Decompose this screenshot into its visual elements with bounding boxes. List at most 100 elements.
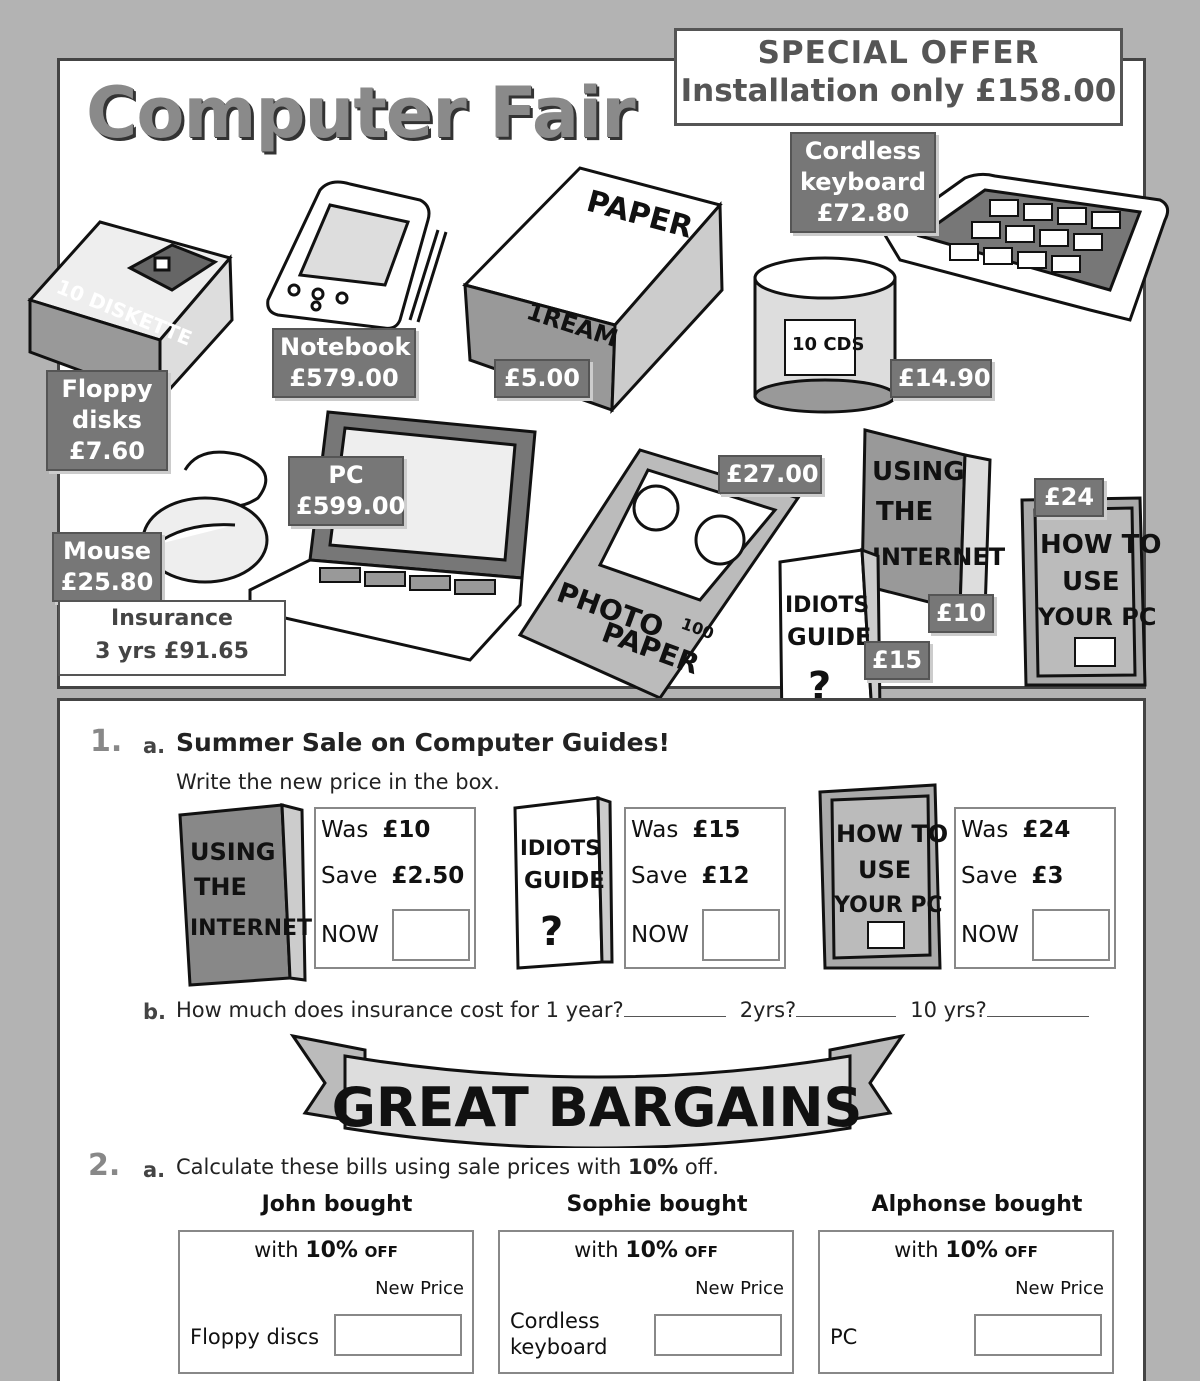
q1-idiots-guide-icon: IDIOTS GUIDE ? xyxy=(513,795,614,970)
q1-howto-cover2: USE xyxy=(858,856,911,884)
answer-1yr-blank[interactable] xyxy=(623,1015,726,1017)
was-value: £24 xyxy=(1022,817,1071,843)
now-price-input[interactable] xyxy=(1032,909,1110,961)
internet-book-cover1: USING xyxy=(872,457,965,487)
question-1b-text: How much does insurance cost for 1 year? xyxy=(176,998,624,1022)
discount-line: with 10% OFF xyxy=(820,1238,1112,1263)
floppy-label1: Floppy xyxy=(61,375,153,403)
save-value: £12 xyxy=(701,863,750,889)
question-1a-title: Summer Sale on Computer Guides! xyxy=(176,728,670,757)
now-price-input[interactable] xyxy=(702,909,780,961)
keyboard-label1: Cordless xyxy=(804,137,922,165)
question-2a-post: off. xyxy=(678,1155,719,1179)
cds-price: £14.90 xyxy=(898,364,991,392)
discount-line: with 10% OFF xyxy=(500,1238,792,1263)
save-label: Save xyxy=(631,863,688,889)
notebook-price: £579.00 xyxy=(289,364,399,392)
q1-idiots-cover3: ? xyxy=(540,909,563,955)
floppy-tag: Floppy disks £7.60 xyxy=(46,370,168,471)
mouse-icon xyxy=(141,450,269,584)
notebook-label: Notebook xyxy=(280,333,411,361)
q1-idiots-cover1: IDIOTS xyxy=(520,836,600,860)
floppy-price: £7.60 xyxy=(69,437,145,465)
insurance-line2: 3 yrs £91.65 xyxy=(95,639,249,664)
floppy-label2: disks xyxy=(72,406,142,434)
insurance-tag: Insurance 3 yrs £91.65 xyxy=(58,600,286,676)
question-1b-letter: b. xyxy=(143,1000,167,1024)
off-text: OFF xyxy=(364,1243,398,1261)
was-label: Was xyxy=(961,817,1009,843)
new-price-input[interactable] xyxy=(974,1314,1102,1356)
q1-internet-cover1: USING xyxy=(190,838,276,866)
question-1a-letter: a. xyxy=(143,734,166,758)
question-1-number: 1. xyxy=(90,724,123,759)
bill-box-john: with 10% OFF New Price Floppy discs xyxy=(178,1230,474,1374)
internet-book-cover3: INTERNET xyxy=(872,543,1006,571)
bill-item: PC xyxy=(830,1325,858,1349)
idiots-guide-cover2: GUIDE xyxy=(787,623,871,651)
paper-tag: £5.00 xyxy=(494,359,590,398)
q1-internet-book-icon: USING THE INTERNET xyxy=(178,803,312,987)
page-title: Computer Fair xyxy=(86,72,636,154)
mouse-label: Mouse xyxy=(62,537,152,565)
special-offer-heading: SPECIAL OFFER xyxy=(757,35,1040,71)
internet-book-cover2: THE xyxy=(876,497,933,527)
new-price-input[interactable] xyxy=(654,1314,782,1356)
paper-price: £5.00 xyxy=(504,364,580,392)
question-2-number: 2. xyxy=(88,1148,121,1183)
with-text: with xyxy=(574,1238,619,1262)
now-label: NOW xyxy=(631,922,690,948)
was-value: £10 xyxy=(382,817,431,843)
mouse-price: £25.80 xyxy=(60,568,154,596)
new-price-label: New Price xyxy=(1015,1278,1104,1299)
bill-box-sophie: with 10% OFF New Price Cordless keyboard xyxy=(498,1230,794,1374)
q1-internet-cover2: THE xyxy=(194,873,247,901)
question-1b-10yrs: 10 yrs? xyxy=(910,998,987,1022)
was-value: £15 xyxy=(692,817,741,843)
question-2a-pct: 10% xyxy=(627,1155,679,1179)
save-label: Save xyxy=(961,863,1018,889)
answer-2yrs-blank[interactable] xyxy=(796,1015,897,1017)
bill-head-john: John bought xyxy=(261,1192,413,1217)
question-1a-instruction: Write the new price in the box. xyxy=(176,770,500,794)
was-label: Was xyxy=(321,817,369,843)
howto-book-tag: £24 xyxy=(1034,478,1104,517)
internet-book-icon: USING THE INTERNET xyxy=(860,428,1006,614)
pct-text: 10% xyxy=(625,1238,678,1263)
discount-line: with 10% OFF xyxy=(180,1238,472,1263)
q1-idiots-cover2: GUIDE xyxy=(524,868,605,894)
with-text: with xyxy=(894,1238,939,1262)
question-1b-2yrs: 2yrs? xyxy=(739,998,797,1022)
keyboard-price: £72.80 xyxy=(816,199,910,227)
now-price-input[interactable] xyxy=(392,909,470,961)
special-offer-text: Installation only £158.00 xyxy=(680,73,1117,109)
question-2a-letter: a. xyxy=(143,1158,166,1182)
pct-text: 10% xyxy=(945,1238,998,1263)
cd-spindle-icon: 10 CDS xyxy=(753,256,897,414)
pc-label: PC xyxy=(328,461,364,489)
special-offer-box: SPECIAL OFFER Installation only £158.00 xyxy=(674,28,1123,126)
great-bargains-banner: GREAT BARGAINS xyxy=(289,1033,906,1148)
q1-howto-cover1: HOW TO xyxy=(836,820,948,848)
answer-10yrs-blank[interactable] xyxy=(986,1015,1089,1017)
idiots-guide-tag: £15 xyxy=(864,641,930,680)
notebook-pda-icon xyxy=(266,180,448,330)
question-2a-pre: Calculate these bills using sale prices … xyxy=(176,1155,628,1179)
bill-box-alphonse: with 10% OFF New Price PC xyxy=(818,1230,1114,1374)
bill-item: Floppy discs xyxy=(190,1325,320,1349)
off-text: OFF xyxy=(1004,1243,1038,1261)
new-price-input[interactable] xyxy=(334,1314,462,1356)
paper-ream-icon: PAPER 1REAM xyxy=(462,166,724,415)
save-value: £2.50 xyxy=(391,863,465,889)
pc-tag: PC £599.00 xyxy=(288,456,405,526)
now-label: NOW xyxy=(961,922,1020,948)
now-label: NOW xyxy=(321,922,380,948)
keyboard-tag: Cordless keyboard £72.80 xyxy=(790,132,936,233)
internet-book-tag: £10 xyxy=(928,594,994,633)
bill-head-sophie: Sophie bought xyxy=(566,1192,748,1217)
was-label: Was xyxy=(631,817,679,843)
keyboard-label2: keyboard xyxy=(799,168,927,196)
q1-internet-cover3: INTERNET xyxy=(190,916,312,941)
howto-book-icon: HOW TO USE YOUR PC xyxy=(1020,496,1161,687)
